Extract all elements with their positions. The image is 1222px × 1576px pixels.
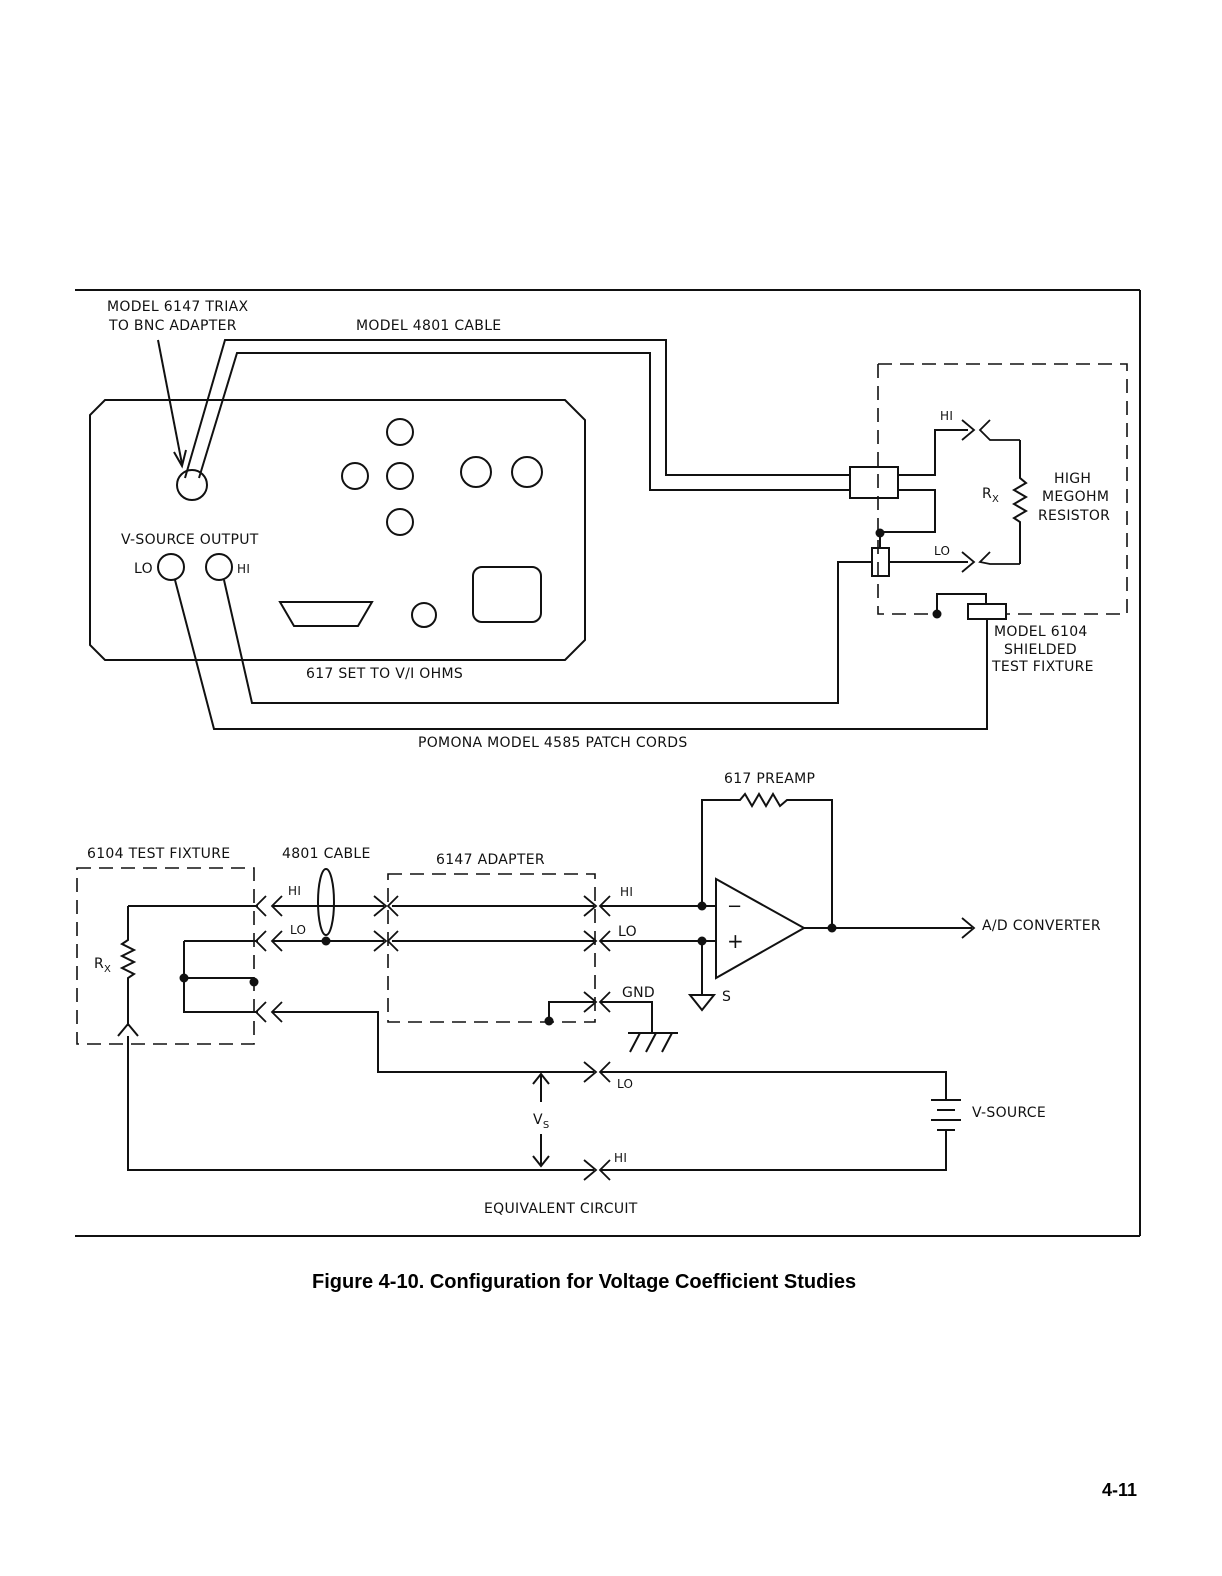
opamp-plus: + xyxy=(727,929,744,953)
panel-connector xyxy=(386,508,414,536)
vsource-circuit xyxy=(127,1011,961,1181)
ground-symbol xyxy=(600,1001,678,1053)
patch-cords-label: POMONA MODEL 4585 PATCH CORDS xyxy=(418,735,688,751)
fixture-lo-label: LO xyxy=(934,544,950,558)
equivalent-cable-label: 4801 CABLE xyxy=(282,846,371,862)
banana-jack-block xyxy=(871,547,890,577)
feedback-resistor xyxy=(701,792,833,928)
resistor-label-line3: RESISTOR xyxy=(1038,508,1110,524)
triax-input-connector xyxy=(176,469,208,501)
adapter-lo-label: LO xyxy=(618,924,637,940)
cable-label: MODEL 4801 CABLE xyxy=(356,318,501,334)
vsource-output-label: V-SOURCE OUTPUT xyxy=(121,532,259,548)
battery-symbol xyxy=(931,1099,961,1131)
figure-caption: Figure 4-10. Configuration for Voltage C… xyxy=(312,1271,856,1293)
fixture-label-line2: SHIELDED xyxy=(1004,642,1077,658)
resistor-label-line2: MEGOHM xyxy=(1042,489,1109,505)
patch-cords xyxy=(174,561,988,730)
adapter-label-line1: MODEL 6147 TRIAX xyxy=(107,299,249,315)
source-lo-label: LO xyxy=(617,1077,633,1091)
opamp-minus: − xyxy=(727,896,742,917)
panel-connector xyxy=(460,456,492,488)
fixture-label-line3: TEST FIXTURE xyxy=(991,659,1094,675)
source-hi-label: HI xyxy=(614,1151,627,1165)
resistor-label-line1: HIGH xyxy=(1054,471,1091,487)
figure-frame xyxy=(75,289,1141,1237)
set-label: 617 SET TO V/I OHMS xyxy=(306,666,463,682)
equivalent-circuit-label: EQUIVALENT CIRCUIT xyxy=(484,1201,638,1217)
fixture-label-line1: MODEL 6104 xyxy=(994,624,1088,640)
vsource-lo-jack xyxy=(157,553,185,581)
triax-connector-block xyxy=(849,466,899,499)
vsource-label: V-SOURCE xyxy=(972,1105,1046,1121)
equivalent-6147-adapter xyxy=(386,873,598,1026)
fixture-lo-terminal xyxy=(967,603,1007,620)
vsource-hi-jack xyxy=(205,553,233,581)
panel-connector xyxy=(511,456,543,488)
cable-shield-ellipse xyxy=(317,868,335,936)
lo-jack-label: LO xyxy=(134,561,153,577)
opamp-triangle xyxy=(715,877,807,980)
db-connector xyxy=(278,601,374,627)
adapter-pointer-arrow xyxy=(157,339,187,469)
page-number: 4-11 xyxy=(1102,1480,1137,1500)
vs-label: VS xyxy=(533,1112,550,1131)
gnd-label: GND xyxy=(622,985,655,1001)
preamp-label: 617 PREAMP xyxy=(724,771,815,787)
adapter-label-line2: TO BNC ADAPTER xyxy=(108,318,237,334)
equivalent-fixture-label: 6104 TEST FIXTURE xyxy=(87,846,230,862)
instrument-rear-panel xyxy=(89,399,586,661)
preamp xyxy=(598,792,976,1053)
adapter-hi-label: HI xyxy=(620,885,633,899)
model-4801-cable xyxy=(184,339,850,491)
equivalent-4801-cable xyxy=(270,868,388,1023)
cable-lo-label: LO xyxy=(290,923,306,937)
panel-connector xyxy=(411,602,437,628)
s-label: S xyxy=(722,989,731,1005)
shielded-test-fixture xyxy=(849,363,1128,620)
equivalent-test-fixture xyxy=(76,867,267,1045)
equivalent-rx-label: RX xyxy=(94,956,111,975)
panel-connector xyxy=(341,462,369,490)
power-receptacle xyxy=(472,566,542,623)
panel-connector xyxy=(386,462,414,490)
ad-converter-label: A/D CONVERTER xyxy=(982,918,1101,934)
rx-resistor xyxy=(1012,440,1028,564)
rx-label: RX xyxy=(982,486,999,505)
fixture-hi-label: HI xyxy=(940,409,953,423)
hi-jack-label: HI xyxy=(237,562,250,576)
equivalent-adapter-label: 6147 ADAPTER xyxy=(436,852,545,868)
panel-connector xyxy=(386,418,414,446)
cable-hi-label: HI xyxy=(288,884,301,898)
